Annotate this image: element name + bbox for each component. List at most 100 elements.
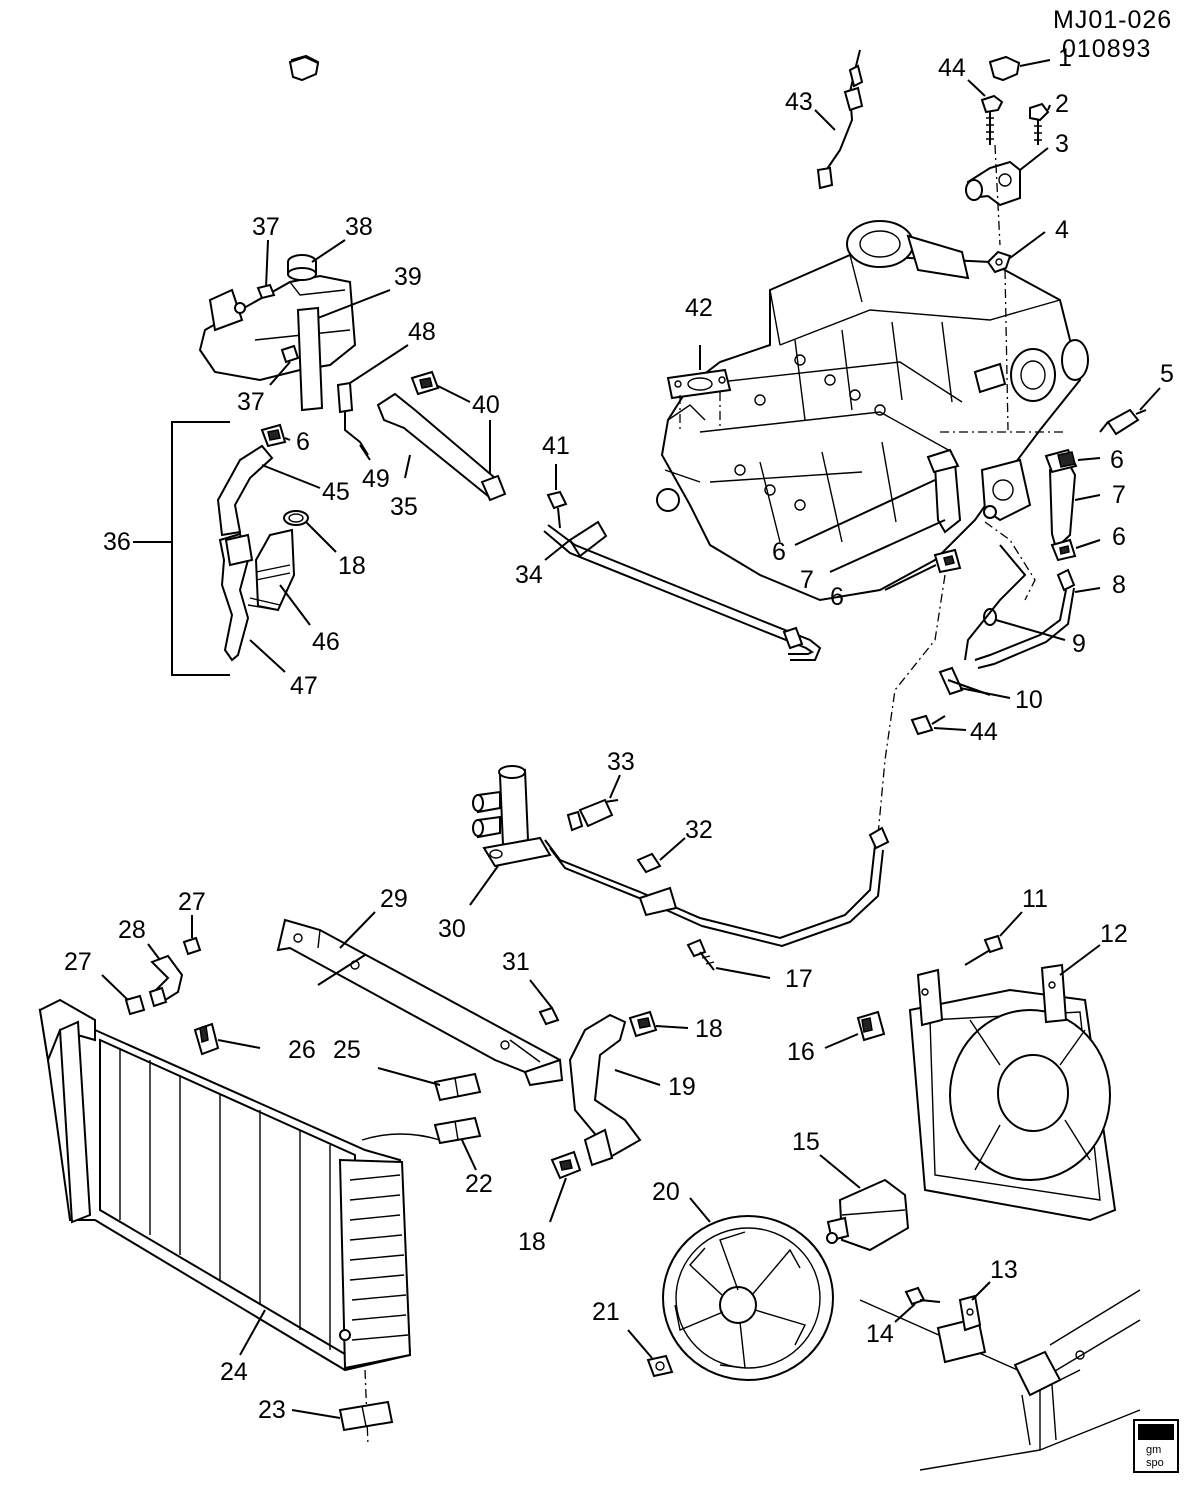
leader-37-top bbox=[265, 239, 269, 289]
callout-19: 19 bbox=[668, 1073, 696, 1101]
pipe-8 bbox=[974, 568, 1076, 669]
leader-20 bbox=[689, 1197, 711, 1223]
leader-2 bbox=[1047, 104, 1051, 111]
leader-38 bbox=[311, 239, 346, 263]
callout-24: 24 bbox=[220, 1358, 248, 1386]
leader-6-mid bbox=[794, 479, 936, 546]
callout-38: 38 bbox=[345, 213, 373, 241]
callout-36: 36 bbox=[103, 528, 131, 556]
bolt-37-top bbox=[256, 283, 276, 300]
callout-42: 42 bbox=[685, 294, 713, 322]
leader-5 bbox=[1139, 387, 1161, 411]
callout-8: 8 bbox=[1112, 571, 1126, 599]
leader-7-right bbox=[1074, 494, 1101, 501]
callout-4: 4 bbox=[1055, 216, 1069, 244]
callout-7-mid: 7 bbox=[800, 566, 814, 594]
callout-32: 32 bbox=[685, 816, 713, 844]
axis-top-right bbox=[994, 144, 1009, 431]
bolt-44-top bbox=[980, 94, 1004, 145]
water-outlet-3 bbox=[965, 160, 1021, 207]
leader-32 bbox=[659, 837, 686, 861]
bolt-17 bbox=[686, 938, 715, 971]
nut-21 bbox=[646, 1354, 674, 1378]
bolt-37-lower bbox=[280, 344, 300, 364]
callout-43: 43 bbox=[785, 88, 813, 116]
sensor-elbow-body bbox=[288, 55, 320, 82]
callout-41: 41 bbox=[542, 432, 570, 460]
logo-line2: spo bbox=[1146, 1457, 1164, 1469]
leader-6-right bbox=[1077, 457, 1101, 461]
callout-34: 34 bbox=[515, 561, 543, 589]
leader-28 bbox=[147, 943, 161, 961]
callout-18-left: 18 bbox=[338, 552, 366, 580]
hose-19 bbox=[568, 1013, 642, 1167]
water-pipe-30 bbox=[472, 765, 890, 948]
callout-22: 22 bbox=[465, 1170, 493, 1198]
callout-31: 31 bbox=[502, 948, 530, 976]
clamp-18-lower bbox=[550, 1150, 582, 1180]
leader-29 bbox=[339, 911, 376, 949]
leader-46 bbox=[279, 584, 311, 626]
callout-30: 30 bbox=[438, 915, 466, 943]
leader-47 bbox=[249, 639, 286, 673]
leader-12 bbox=[1059, 944, 1101, 976]
leader-19 bbox=[614, 1069, 661, 1086]
reservoir-cap-38 bbox=[287, 254, 317, 281]
bypass-pipe-34 bbox=[543, 520, 822, 661]
sensor-5 bbox=[1099, 408, 1147, 436]
fan-blade-20 bbox=[662, 1215, 834, 1381]
hose-7-left bbox=[926, 448, 962, 534]
callout-26: 26 bbox=[288, 1036, 316, 1064]
callout-9: 9 bbox=[1072, 630, 1086, 658]
callout-48: 48 bbox=[408, 318, 436, 346]
callout-6-right: 6 bbox=[1110, 446, 1124, 474]
leader-34 bbox=[544, 539, 571, 561]
bolt-44-lower bbox=[910, 714, 946, 736]
callout-25: 25 bbox=[333, 1036, 361, 1064]
engine-block-drawing bbox=[656, 220, 1089, 602]
insulator-25 bbox=[433, 1072, 482, 1102]
leader-45 bbox=[261, 464, 321, 489]
leader-23 bbox=[291, 1409, 341, 1419]
leader-39 bbox=[317, 289, 391, 319]
callout-44-top: 44 bbox=[938, 54, 966, 82]
callout-40: 40 bbox=[472, 391, 500, 419]
curve-22 bbox=[361, 1133, 441, 1141]
callout-5: 5 bbox=[1160, 360, 1174, 388]
callout-6-center: 6 bbox=[830, 583, 844, 611]
fan-motor-15 bbox=[826, 1178, 910, 1252]
callout-46: 46 bbox=[312, 628, 340, 656]
gasket-42 bbox=[666, 368, 732, 430]
leader-15 bbox=[819, 1154, 861, 1189]
gasket-4 bbox=[986, 250, 1012, 274]
leader-6-left bbox=[284, 437, 291, 441]
leader-10 bbox=[959, 687, 1011, 699]
nut-27-lower bbox=[124, 994, 146, 1016]
callout-28: 28 bbox=[118, 916, 146, 944]
leader-9 bbox=[995, 619, 1066, 641]
leader-17 bbox=[715, 967, 771, 979]
callout-6-lower-right: 6 bbox=[1112, 523, 1126, 551]
callout-39: 39 bbox=[394, 263, 422, 291]
leader-18-left bbox=[305, 521, 337, 553]
sensor-48 bbox=[336, 381, 369, 456]
leader-27-lower bbox=[101, 974, 129, 1001]
callout-33: 33 bbox=[607, 748, 635, 776]
leader-48 bbox=[349, 344, 409, 384]
clamp-6-upper-right bbox=[1057, 451, 1076, 468]
fan-shroud-12 bbox=[908, 963, 1117, 1222]
callout-27-upper: 27 bbox=[178, 888, 206, 916]
callout-27-lower: 27 bbox=[64, 948, 92, 976]
coolant-reservoir bbox=[198, 274, 357, 412]
leader-6-lower-right bbox=[1075, 539, 1101, 549]
leader-4 bbox=[1009, 231, 1046, 259]
clamp-6-lower-right bbox=[1050, 538, 1077, 562]
leader-14 bbox=[894, 1303, 916, 1323]
leader-18-upper bbox=[655, 1025, 689, 1029]
callout-1: 1 bbox=[1058, 44, 1072, 72]
leader-11 bbox=[999, 911, 1023, 937]
nut-27-upper bbox=[182, 936, 202, 956]
leader-44-top bbox=[967, 79, 986, 97]
insulator-23 bbox=[338, 1400, 394, 1432]
